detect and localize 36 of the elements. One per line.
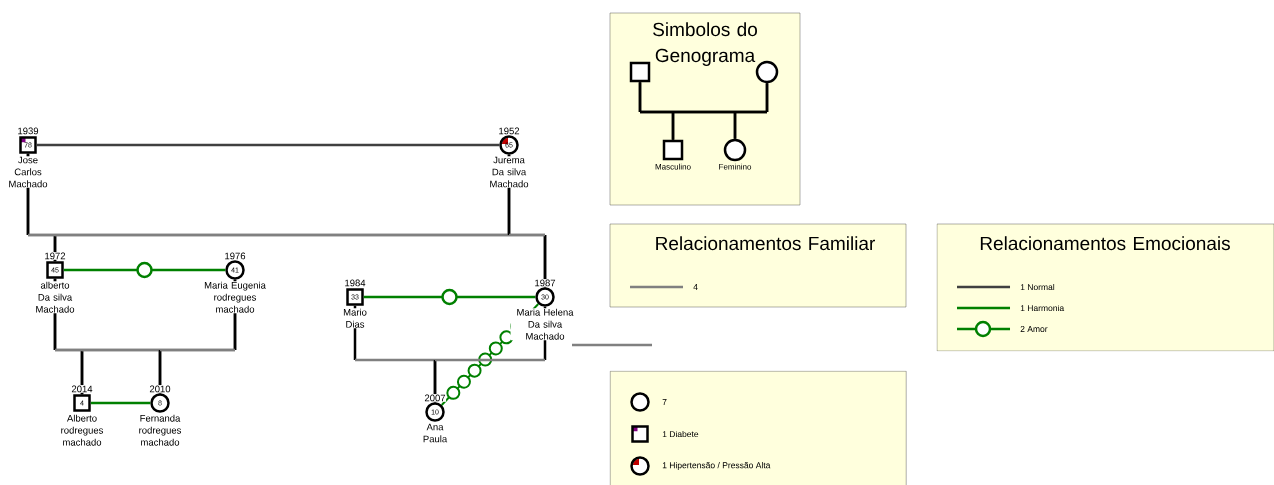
year-label: 2014 (70, 385, 94, 393)
circle-symbol (755, 60, 779, 84)
person-name: Fernanda rodregues machado (131, 414, 189, 447)
legend-panel (610, 371, 907, 485)
legend-text: 1 Diabete (662, 430, 699, 438)
legend-text: 1 Harmonia (1020, 304, 1065, 312)
relationship-line (90, 401, 151, 405)
year-label: 1987 (533, 279, 557, 287)
person-name: Jose Carlos Machado (3, 156, 53, 188)
year-label: 1939 (16, 127, 40, 135)
descent-line (733, 82, 769, 140)
year-label: 2007 (423, 394, 447, 402)
legend-text: 2 Amor (1020, 326, 1048, 332)
year-label: 1952 (497, 127, 521, 135)
legend-text: 1 Normal (1020, 283, 1055, 291)
year-label: 1976 (223, 252, 247, 260)
person-name: Alberto rodregues machado (53, 414, 111, 447)
year-label: 1972 (43, 252, 67, 260)
square-symbol (662, 139, 684, 161)
symbol-label: Masculino (655, 163, 691, 170)
year-label: 2010 (148, 385, 172, 393)
circle-symbol (723, 138, 747, 162)
person-name: Mario Dias (338, 308, 372, 329)
relationship-line (36, 143, 500, 147)
love-line (363, 288, 536, 306)
symbol-label: Feminino (719, 163, 752, 170)
person-name: Ana Paula (418, 423, 452, 443)
square-symbol (629, 61, 651, 83)
legend-text: 7 (662, 399, 667, 405)
year-label: 1984 (343, 279, 367, 287)
legend-text: 1 Hipertensão / Pressão Alta (662, 462, 771, 470)
legend-text: 4 (693, 284, 698, 290)
person-name: alberto Da silva Machado (30, 281, 80, 314)
person-name: Jurema Da silva Machado (484, 156, 534, 188)
love-line (63, 261, 226, 279)
family-line (572, 343, 652, 347)
